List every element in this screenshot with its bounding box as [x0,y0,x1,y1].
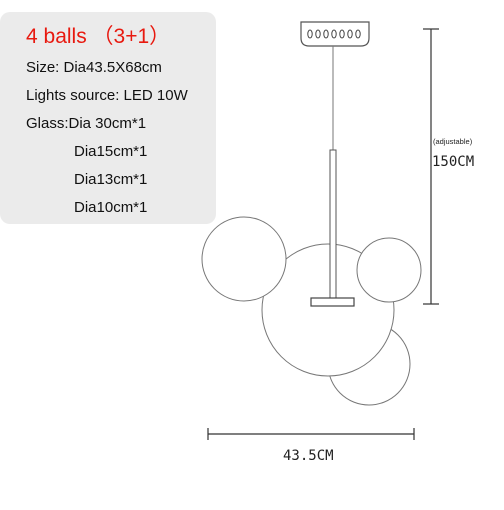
glass-ball-10cm [356,237,422,303]
spec-light-source: Lights source: LED 10W [26,87,188,104]
product-title: 4 balls （3+1） [26,25,171,48]
glass-ball-15cm [201,216,287,302]
width-dimension [207,428,415,440]
height-dimension [423,28,439,305]
spec-glass-15: Dia15cm*1 [74,143,148,160]
mounting-plate [310,297,355,307]
height-label: 150CM [432,154,474,170]
spec-glass-10: Dia10cm*1 [74,199,148,216]
ceiling-canopy [300,21,370,47]
spec-size: Size: Dia43.5X68cm [26,59,162,76]
spec-card [0,12,216,224]
spec-glass-13: Dia13cm*1 [74,171,148,188]
spec-glass-large: Glass:Dia 30cm*1 [26,115,147,132]
height-note: (adjustable) [433,137,473,146]
stem-rod [329,149,337,301]
width-label: 43.5CM [283,448,334,464]
